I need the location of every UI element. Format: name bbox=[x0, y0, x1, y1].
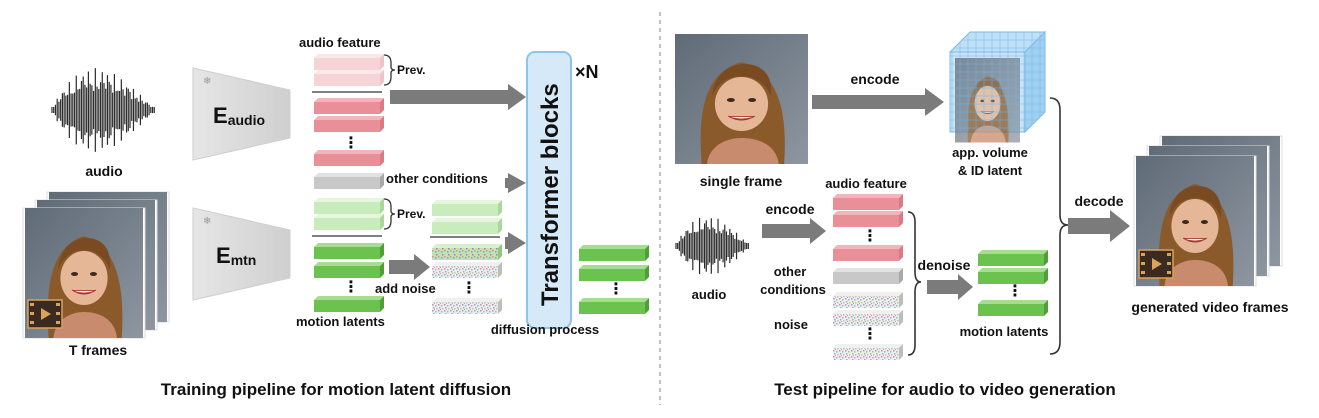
app-volume-label-1: app. volume bbox=[952, 145, 1028, 160]
svg-text:Emtn: Emtn bbox=[216, 243, 256, 268]
svg-text:⋮: ⋮ bbox=[461, 280, 477, 297]
audio-feature-blocks: ⋮ bbox=[312, 54, 384, 166]
arrow-conditions-to-transformer bbox=[505, 173, 526, 193]
arrow-encode-frame bbox=[812, 88, 944, 116]
test-motion-latent-blocks: ⋮ bbox=[978, 250, 1048, 316]
motion-latents-label: motion latents bbox=[296, 314, 385, 329]
snowflake-icon: ❄ bbox=[203, 76, 211, 87]
audio-feature-label: audio feature bbox=[299, 35, 381, 50]
svg-text:⋮: ⋮ bbox=[1007, 283, 1023, 300]
encode-frame-label: encode bbox=[850, 71, 899, 87]
test-caption: Test pipeline for audio to video generat… bbox=[774, 380, 1116, 399]
t-frames-stack bbox=[23, 192, 169, 338]
arrow-audio-to-transformer bbox=[390, 84, 526, 110]
video-icon-output bbox=[1138, 249, 1174, 279]
test-audio-label: audio bbox=[692, 287, 727, 302]
encode-audio-label: encode bbox=[765, 201, 814, 217]
prev-brace-top bbox=[383, 54, 396, 86]
training-audio-label: audio bbox=[85, 163, 122, 179]
app-volume-label-2: & ID latent bbox=[958, 163, 1023, 178]
denoise-label: denoise bbox=[918, 257, 971, 273]
other-label-1: other bbox=[774, 264, 807, 279]
add-noise-label: add noise bbox=[375, 281, 436, 296]
arrow-encode-audio bbox=[762, 218, 826, 244]
prev-label-bottom: Prev. bbox=[397, 207, 425, 221]
other-conditions-label: other conditions bbox=[386, 171, 488, 186]
arrow-latents-to-transformer bbox=[505, 232, 526, 254]
svg-text:⋮: ⋮ bbox=[343, 135, 359, 152]
arrow-decode bbox=[1068, 210, 1130, 242]
generated-frames-label: generated video frames bbox=[1131, 299, 1288, 315]
svg-text:⋮: ⋮ bbox=[343, 279, 359, 296]
training-caption: Training pipeline for motion latent diff… bbox=[161, 380, 511, 399]
arrow-denoise bbox=[927, 274, 973, 300]
diffusion-process-label: diffusion process bbox=[491, 322, 599, 337]
single-frame-image bbox=[675, 34, 808, 164]
svg-text:⋮: ⋮ bbox=[862, 326, 878, 343]
motion-latent-blocks: ⋮ bbox=[312, 198, 384, 312]
prev-label-top: Prev. bbox=[397, 63, 425, 77]
generated-frames-stack bbox=[1134, 136, 1282, 286]
noisy-latent-blocks: ⋮ bbox=[430, 200, 502, 314]
video-icon bbox=[27, 299, 63, 329]
svg-text:⋮: ⋮ bbox=[608, 281, 624, 298]
audio-waveform bbox=[51, 68, 155, 152]
decode-brace bbox=[1049, 97, 1069, 355]
svg-text:Eaudio: Eaudio bbox=[213, 103, 265, 128]
t-frames-label: T frames bbox=[69, 342, 128, 358]
test-audio-feature-blocks: ⋮ ⋮ bbox=[833, 194, 903, 360]
prev-brace-bottom bbox=[383, 198, 396, 230]
appearance-volume-cube bbox=[948, 30, 1047, 143]
other-conditions-block bbox=[314, 173, 384, 189]
decode-label: decode bbox=[1074, 193, 1123, 209]
noise-label: noise bbox=[774, 317, 808, 332]
svg-text:Transformer blocks: Transformer blocks bbox=[537, 83, 564, 306]
repeat-n-label: ×N bbox=[575, 62, 599, 82]
audio-encoder: ❄ Eaudio bbox=[192, 67, 291, 161]
snowflake-icon: ❄ bbox=[203, 216, 211, 227]
test-motion-latents-label: motion latents bbox=[960, 324, 1049, 339]
transformer-blocks: Transformer blocks bbox=[526, 51, 572, 329]
output-latent-blocks: ⋮ bbox=[579, 245, 649, 314]
motion-encoder: ❄ Emtn bbox=[192, 207, 291, 301]
test-audio-feature-label: audio feature bbox=[825, 176, 907, 191]
arrow-add-noise bbox=[389, 254, 430, 280]
input-brace bbox=[907, 211, 922, 356]
audio-waveform-test bbox=[675, 217, 749, 275]
single-frame-label: single frame bbox=[700, 173, 783, 189]
other-label-2: conditions bbox=[760, 282, 826, 297]
svg-text:⋮: ⋮ bbox=[862, 228, 878, 245]
